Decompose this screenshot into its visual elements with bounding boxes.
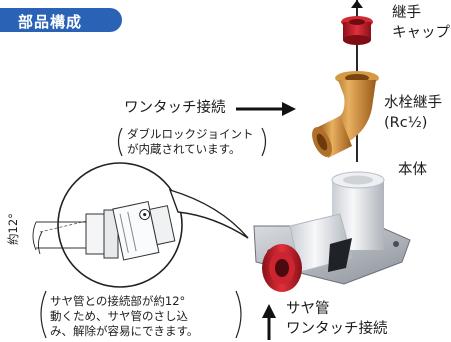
body-label: 本体 — [398, 162, 427, 178]
saya-label-line2: ワンタッチ接続 — [286, 321, 388, 337]
onetouch-note-brackets — [117, 127, 267, 157]
angle-label: 約12° — [6, 213, 20, 245]
detail-note-brackets — [40, 290, 242, 339]
onetouch-note-line2: が内蔵されています。 — [127, 142, 241, 156]
saya-label-line1: サヤ管 — [286, 301, 330, 317]
detail-note-line1: サヤ管との接続部が約12° — [50, 294, 186, 308]
faucet-joint-part — [312, 71, 379, 158]
cap-label-line1: 継手 — [392, 5, 421, 21]
detail-note-line3: み、解除が容易にできます。 — [50, 324, 199, 338]
section-header-badge: 部品構成 — [0, 8, 122, 32]
onetouch-label: ワンタッチ接続 — [124, 100, 226, 116]
onetouch-note-line1: ダブルロックジョイント — [127, 127, 254, 141]
joint-cap-part — [341, 16, 373, 45]
onetouch-arrow — [236, 102, 296, 116]
detail-magnifier — [32, 162, 249, 288]
main-body-part — [253, 171, 411, 285]
detail-note-line2: 動くため、サヤ管のさし込 — [50, 309, 188, 323]
section-title: 部品構成 — [18, 13, 83, 31]
faucet-joint-label-line2: (Rc½) — [384, 115, 428, 131]
faucet-joint-label-line1: 水栓継手 — [384, 95, 442, 111]
cap-label-line2: キャップ — [392, 25, 450, 41]
saya-arrow — [262, 304, 276, 340]
saya-connect-ring — [262, 244, 302, 292]
